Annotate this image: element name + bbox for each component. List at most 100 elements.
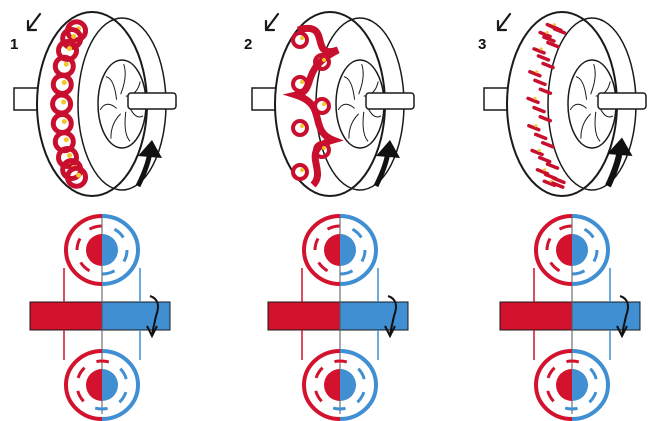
oil-swirl-2-1	[313, 53, 331, 71]
rotation-arrow-body	[605, 149, 624, 188]
oil-streak-3-10	[533, 78, 547, 87]
turbine-shaft-3	[571, 301, 641, 331]
vane-1-2	[110, 113, 122, 139]
stage-1-label: 1	[10, 36, 19, 53]
impeller-shell	[64, 214, 103, 286]
oil-highlight-3-6	[539, 47, 543, 51]
cross-section-1	[29, 214, 171, 421]
oil-highlight-1-4	[61, 79, 67, 85]
oil-highlight-3-9	[535, 70, 539, 74]
impeller-shell	[302, 349, 341, 421]
torus-section-2-2	[302, 349, 378, 421]
oil-highlight-3-15	[534, 124, 538, 128]
vane-1-4	[105, 76, 118, 100]
oil-highlight-2-1	[322, 58, 326, 62]
turbine-shell	[101, 349, 140, 421]
oil-highlight-2-4	[300, 124, 304, 128]
turbine-shell	[339, 349, 378, 421]
vane-2-4	[343, 76, 356, 100]
oil-swirl-2-0	[291, 31, 309, 49]
vane-1-3	[99, 103, 117, 111]
torus-section-1-1	[64, 214, 140, 286]
oil-highlight-1-10	[76, 172, 82, 178]
stage-2-group	[251, 11, 415, 421]
flow-dash-3	[75, 237, 82, 251]
oil-highlight-2-0	[300, 36, 304, 40]
oil-swirl-2-6	[291, 163, 309, 181]
flow-dash-3	[76, 366, 86, 379]
turbine-shell	[571, 349, 610, 421]
flow-dash-2	[317, 261, 329, 273]
impeller-core	[556, 234, 572, 266]
vane-2-5	[358, 63, 364, 95]
rotation-arrow-icon	[135, 140, 162, 188]
oil-streak-3-7	[536, 54, 551, 62]
oil-highlight-1-6	[61, 119, 67, 125]
rotation-arrow-head	[607, 137, 633, 156]
flow-dash-5	[583, 227, 595, 239]
cross-section-2	[267, 214, 409, 421]
oil-highlight-1-8	[66, 152, 72, 158]
vane-2-1	[362, 111, 369, 142]
oil-streak-3-2	[552, 27, 567, 35]
flow-dash-4	[88, 224, 102, 231]
rotation-arrow-head	[138, 140, 162, 158]
oil-swirl-2-5	[313, 141, 331, 159]
turbine-shaft-1	[101, 301, 171, 331]
turbine-core	[340, 369, 356, 401]
turbine-core	[102, 234, 118, 266]
impeller-core	[556, 369, 572, 401]
oil-highlight-3-3	[545, 31, 549, 35]
vane-3-3	[569, 103, 587, 111]
oil-highlight-3-18	[537, 148, 541, 152]
oil-swirl-2-3	[313, 97, 331, 115]
converter-wheel-1	[13, 11, 177, 197]
vane-3-4	[575, 76, 588, 100]
oil-highlight-3-21	[542, 168, 546, 172]
impeller-shell	[64, 349, 103, 421]
torus-section-1-2	[64, 349, 140, 421]
flow-direction-arrow-icon	[26, 12, 42, 32]
flow-direction-arrow-icon	[264, 12, 280, 32]
vane-1-1	[124, 111, 131, 142]
shaft-rotation-arrow-icon	[149, 295, 159, 335]
rotation-arrow-body	[373, 151, 391, 188]
oil-streak-3-3	[538, 30, 552, 39]
oil-streak-3-8	[541, 61, 555, 70]
turbine-core	[572, 369, 588, 401]
flow-dash-1	[332, 406, 346, 411]
turbine-shell	[339, 214, 378, 286]
oil-highlight-1-1	[71, 33, 77, 39]
flow-dash-4	[566, 359, 580, 364]
oil-highlight-2-6	[300, 168, 304, 172]
cross-section-3	[499, 214, 641, 421]
vane-1-5	[120, 63, 126, 95]
vane-3-5	[590, 63, 596, 95]
flow-dash-0	[118, 391, 128, 404]
oil-highlight-2-5	[322, 146, 326, 150]
rotation-arrow-icon	[373, 140, 400, 188]
flow-dash-2	[76, 390, 85, 403]
flow-dash-5	[357, 367, 366, 380]
flow-direction-arrow-icon	[496, 12, 512, 32]
shaft-rotation-arrow-head	[384, 325, 396, 339]
oil-streak-3-23	[552, 176, 566, 185]
flow-dash-4	[326, 224, 340, 231]
impeller-core	[324, 234, 340, 266]
turbine-shaft-2	[339, 301, 409, 331]
flow-dash-0	[592, 249, 599, 263]
flow-dash-4	[334, 359, 348, 364]
converter-wheel-2	[251, 11, 415, 197]
shaft-rotation-arrow-head	[146, 325, 158, 339]
flow-dash-4	[96, 359, 110, 364]
oil-streak-3-19	[537, 155, 552, 164]
impeller-shaft-1	[29, 301, 103, 331]
turbine-shell	[571, 214, 610, 286]
impeller-shaft-2	[267, 301, 341, 331]
oil-highlight-2-3	[322, 102, 326, 106]
torus-section-3-2	[534, 349, 610, 421]
oil-streak-3-14	[538, 114, 553, 123]
oil-highlight-2-2	[300, 80, 304, 84]
oil-streak-3-16	[533, 132, 548, 141]
flow-dash-1	[564, 406, 578, 411]
